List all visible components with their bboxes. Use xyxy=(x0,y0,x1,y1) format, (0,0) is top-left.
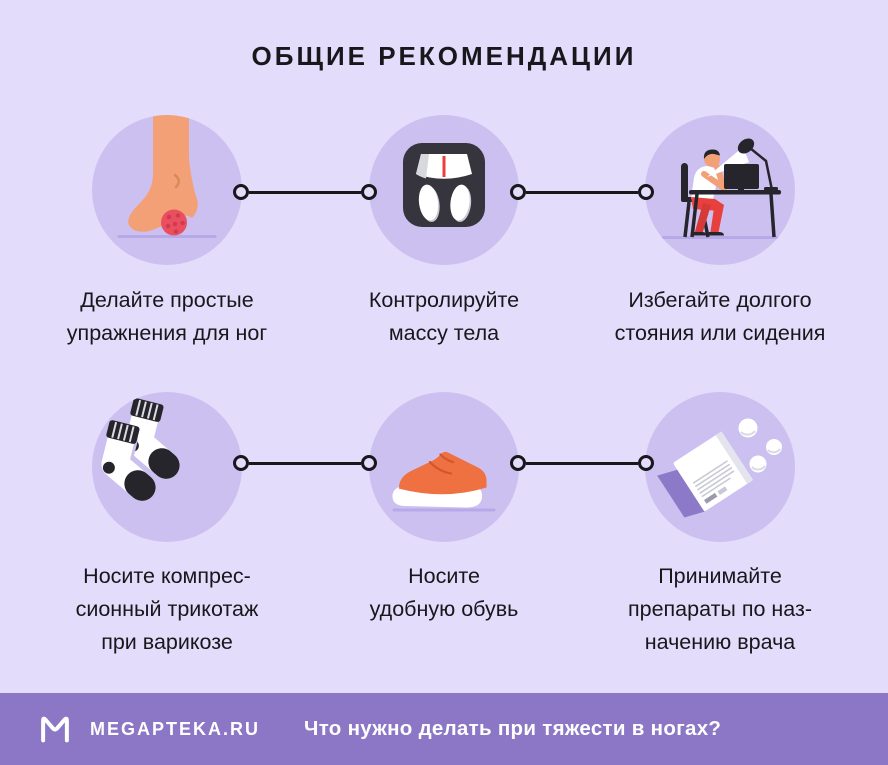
connector-line xyxy=(249,190,361,194)
icon-circle-medication xyxy=(645,392,795,542)
connector-ring xyxy=(361,184,377,200)
icon-circle-comfortable-shoes xyxy=(369,392,519,542)
comfortable-shoe-icon xyxy=(392,451,496,512)
caption-weight-control: Контролируйте массу тела xyxy=(368,288,520,345)
connector-line xyxy=(526,190,638,194)
foot-on-massage-ball-icon xyxy=(117,115,217,238)
caption-medication: Принимайте препараты по наз- начению вра… xyxy=(627,564,813,654)
connector xyxy=(233,455,377,471)
caption-compression-socks: Носите компрес- сионный трикотаж при вар… xyxy=(75,564,259,654)
connector-ring xyxy=(361,455,377,471)
caption-foot-exercise: Делайте простые упражнения для ног xyxy=(66,288,268,345)
connector-ring xyxy=(233,184,249,200)
caption-avoid-sitting: Избегайте долгого стояния или сидения xyxy=(614,288,826,345)
icon-circle-avoid-sitting xyxy=(645,115,795,265)
icon-circle-weight-control xyxy=(369,115,519,265)
connector-ring xyxy=(510,455,526,471)
bathroom-scale-icon xyxy=(403,143,485,227)
connector xyxy=(510,455,654,471)
compression-socks-icon xyxy=(98,398,180,504)
page-title: ОБЩИЕ РЕКОМЕНДАЦИИ xyxy=(251,41,637,71)
footer-bar: MEGAPTEKA.RU Что нужно делать при тяжест… xyxy=(0,693,888,765)
connector-ring xyxy=(638,455,654,471)
caption-comfortable-shoes: Носите удобную обувь xyxy=(369,564,519,621)
connector xyxy=(510,184,654,200)
connector-line xyxy=(526,461,638,465)
person-sitting-at-desk-icon xyxy=(661,138,781,239)
medicine-box-pills-icon xyxy=(657,418,782,518)
icon-circle-compression-socks xyxy=(92,392,242,542)
footer-question: Что нужно делать при тяжести в ногах? xyxy=(304,717,722,740)
connector-ring xyxy=(510,184,526,200)
icon-circle-foot-exercise xyxy=(92,115,242,265)
connector-ring xyxy=(233,455,249,471)
brand-name: MEGAPTEKA.RU xyxy=(90,718,261,739)
connector-line xyxy=(249,461,361,465)
connector xyxy=(233,184,377,200)
megapteka-logo-icon xyxy=(41,716,69,743)
connector-ring xyxy=(638,184,654,200)
